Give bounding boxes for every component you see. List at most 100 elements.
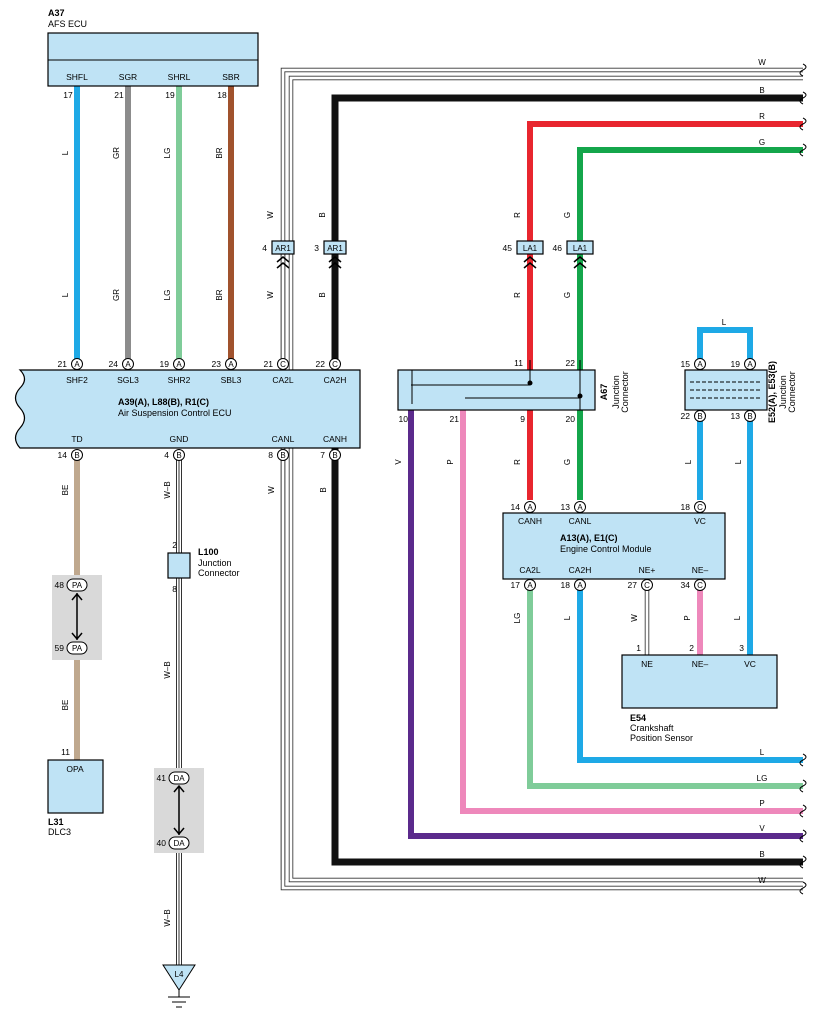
wire-label-ground: W–B [163,909,172,926]
wire-label-a37-1a: GR [112,147,121,159]
a37-id: A37 [48,8,65,18]
la1-num-0: 45 [503,243,513,253]
wire-label-la1-0a: R [513,212,522,218]
wire-label-a67-bot-3: G [563,459,572,465]
green-can-wire [577,147,803,500]
wire-label-right-top-2: R [759,112,765,121]
l100-num-1: 8 [172,584,177,594]
ecm-bot-num-2: 27 [628,580,638,590]
ecu-bot-conn-0 [71,449,83,461]
wire-label-a67-bot-0: V [394,459,403,465]
ar1-label-1: AR1 [327,244,343,253]
a67-num-3: 21 [450,414,460,424]
wire-label-ar1-1b: B [318,292,327,297]
ecm-top-conn-1 [574,501,586,513]
l31-id: L31 [48,817,64,827]
ecu-top-num-1: 24 [109,359,119,369]
ecu-bot-num-0: 14 [58,450,68,460]
ecu-top-num-4: 21 [264,359,274,369]
ecu-name: Air Suspension Control ECU [118,408,232,418]
ecm-bot-conn-0-label: A [527,581,533,590]
e54-name1: Crankshaft [630,723,674,733]
ecm-bot-pin-1: CA2H [569,565,592,575]
e52-loop-wire [697,327,753,360]
ecm-top-num-1: 13 [561,502,571,512]
ecu-top-conn-5-label: C [332,360,338,369]
wire-label-a37-3a: BR [215,147,224,158]
ecm-top-conn-1-label: A [577,503,583,512]
wire-label-ecu-bot-1: W–B [163,481,172,498]
air-suspension-ecu-box [14,369,361,449]
ecm-bot-conn-0 [524,579,536,591]
ecm-top-num-2: 18 [681,502,691,512]
da-pin-1 [168,836,190,850]
ar1-tag-0 [271,240,295,255]
violet-wire [408,410,803,839]
ecu-bot-pin-1: GND [170,434,189,444]
la1-num-1: 46 [553,243,563,253]
ecm-top-conn-2-label: C [697,503,703,512]
ecu-top-conn-1 [122,358,134,370]
ecm-bot-conn-2-label: C [644,581,650,590]
wire-label-right-bot-2: P [759,799,764,808]
wire-label-a37-0a: L [61,150,70,155]
wire-label-a37-1b: GR [112,289,121,301]
pa-pin-0 [66,578,88,592]
e52-conn-0-label: A [697,360,703,369]
inner-w-loop-core [289,76,803,882]
wire-break-icon [799,117,807,131]
ecu-top-pin-4: CA2L [272,375,294,385]
e52-conn-2 [694,410,706,422]
engine-control-module-box [502,512,726,580]
ecu-bot-num-1: 4 [164,450,169,460]
a37-num-3: 18 [217,90,227,100]
wire-label-ecm-bot-3: P [683,615,692,620]
la1-tag-1 [566,240,594,255]
e54-pin-1: NE– [692,659,709,669]
ecu-top-conn-4-label: C [280,360,286,369]
ecu-top-num-5: 22 [316,359,326,369]
wire-label-a37-2b: LG [163,290,172,301]
ground-triangle-icon [162,964,196,991]
ar1-chevron-icon-1 [328,256,342,269]
wire-break-icon [799,804,807,818]
la1-chevron-icon-0 [523,256,537,269]
ar1-label-0: AR1 [275,244,291,253]
ecu-top-num-3: 23 [212,359,222,369]
a37-num-2: 19 [165,90,175,100]
a67-num-4: 9 [520,414,525,424]
ecm-bot-conn-3 [694,579,706,591]
ecm-bot-conn-2 [641,579,653,591]
a67-num-1: 22 [566,358,576,368]
wire-label-right-bot-0: L [760,748,765,757]
wire-label-right-top-3: G [759,138,765,147]
wire-label-e52-bot-1: L [734,459,743,464]
wire-label-a67-bot-1: P [446,459,455,464]
e52-conn-0 [694,358,706,370]
e52-num-0: 15 [681,359,691,369]
ecu-bot-conn-0-label: B [74,451,79,460]
ecu-bot-conn-1 [173,449,185,461]
wire-label-ecu-bot-0: BE [61,485,70,496]
ecu-bot-pin-2: CANL [272,434,295,444]
da-pin-0 [168,771,190,785]
e52-conn-3-label: B [747,412,752,421]
ecm-bot-num-0: 17 [511,580,521,590]
da-label-1: DA [173,839,185,848]
la1-label-0: LA1 [523,244,538,253]
lg-ca2l-wire [527,587,803,789]
e52-id: E52(A), E53(B) [767,361,777,423]
wire-label-e52-loop: L [722,318,727,327]
e52-conn-1 [744,358,756,370]
a37-pin-3: SBR [222,72,239,82]
ground-label: L4 [175,970,184,979]
l100-junction-box [167,552,191,579]
ecu-top-num-2: 19 [160,359,170,369]
e54-num-2: 3 [739,643,744,653]
wire-break-icon [799,143,807,157]
ecu-top-pin-1: SGL3 [117,375,139,385]
ecu-id: A39(A), L88(B), R1(C) [118,397,209,407]
ecu-top-pin-3: SBL3 [221,375,242,385]
l31-dlc3-box [47,759,104,814]
